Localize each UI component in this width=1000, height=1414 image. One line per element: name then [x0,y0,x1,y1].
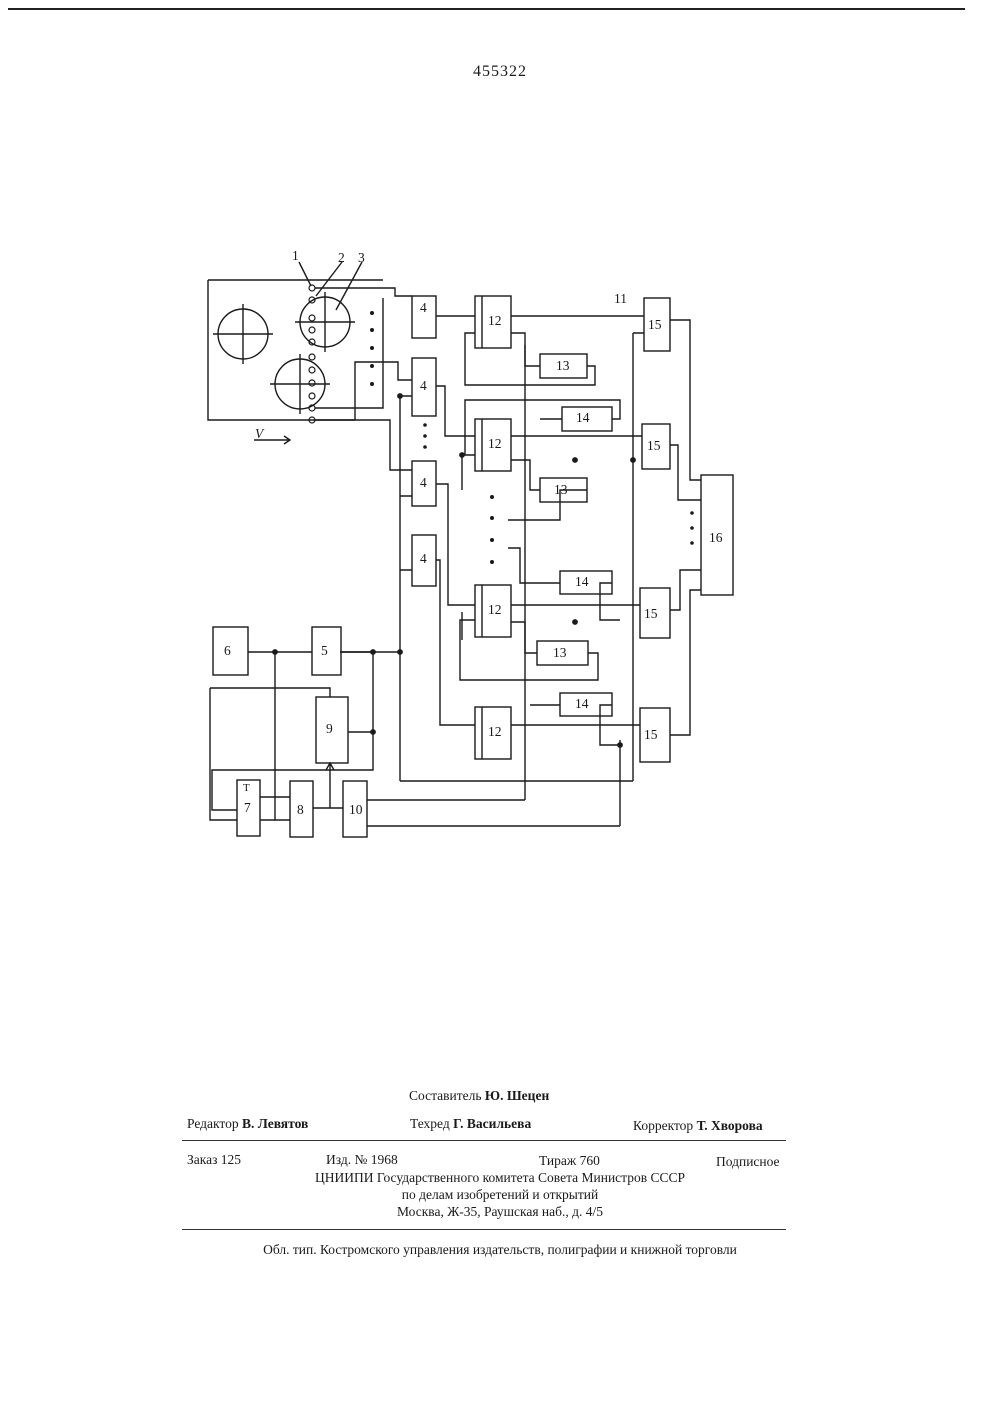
label-11: 11 [614,291,627,307]
dots-middle [490,495,494,564]
block-4-group [412,296,436,586]
label-12d: 12 [488,724,502,740]
label-8: 8 [297,802,304,818]
label-14a: 14 [576,410,590,426]
dots-sensor [370,311,374,386]
block-14-group [560,407,612,716]
circulation: Тираж 760 [539,1153,600,1169]
sensor-frame [208,280,383,420]
label-6: 6 [224,643,231,659]
dots-block4 [423,423,427,449]
subscription: Подписное [716,1154,780,1170]
label-12a: 12 [488,313,502,329]
label-15b: 15 [647,438,661,454]
techred-name: Г. Васильева [453,1116,531,1131]
rule-2 [182,1229,786,1230]
label-4b: 4 [420,378,427,394]
corrector-name: Т. Хворова [697,1118,763,1133]
label-12c: 12 [488,602,502,618]
corrector-label: Корректор [633,1118,693,1133]
label-2: 2 [338,250,345,266]
label-13c: 13 [553,645,567,661]
editor-name: В. Левятов [242,1116,308,1131]
label-3: 3 [358,250,365,266]
dots-block16 [690,511,694,545]
label-t: T [243,782,250,794]
order: Заказ 125 [187,1152,241,1168]
block-12-group [475,296,511,759]
techred-label: Техред [410,1116,450,1131]
rule-1 [182,1140,786,1141]
label-9: 9 [326,721,333,737]
label-10: 10 [349,802,363,818]
compiler-name: Ю. Шецен [485,1088,549,1103]
label-16: 16 [709,530,723,546]
compiler: Составитель Ю. Шецен [409,1088,549,1104]
techred: Техред Г. Васильева [410,1116,531,1132]
label-15c: 15 [644,606,658,622]
sensor-terminals [309,285,315,423]
label-15d: 15 [644,727,658,743]
label-4d: 4 [420,551,427,567]
label-1: 1 [292,248,299,264]
editor-label: Редактор [187,1116,239,1131]
label-4a: 4 [420,300,427,316]
label-12b: 12 [488,436,502,452]
org-line-1: ЦНИИПИ Государственного комитета Совета … [0,1170,1000,1186]
printer: Обл. тип. Костромского управления издате… [0,1242,1000,1258]
org-line-2: по делам изобретений и открытий [0,1187,1000,1203]
label-4c: 4 [420,475,427,491]
label-5: 5 [321,643,328,659]
edition: Изд. № 1968 [326,1152,398,1168]
label-13a: 13 [556,358,570,374]
block-15-group [640,298,670,762]
editor: Редактор В. Левятов [187,1116,308,1132]
label-14b: 14 [575,574,589,590]
label-13b: 13 [554,482,568,498]
corrector: Корректор Т. Хворова [633,1118,763,1134]
label-7: 7 [244,800,251,816]
label-v: V [255,426,263,442]
address: Москва, Ж-35, Раушская наб., д. 4/5 [0,1204,1000,1220]
compiler-label: Составитель [409,1088,482,1103]
label-14c: 14 [575,696,589,712]
label-15a: 15 [648,317,662,333]
